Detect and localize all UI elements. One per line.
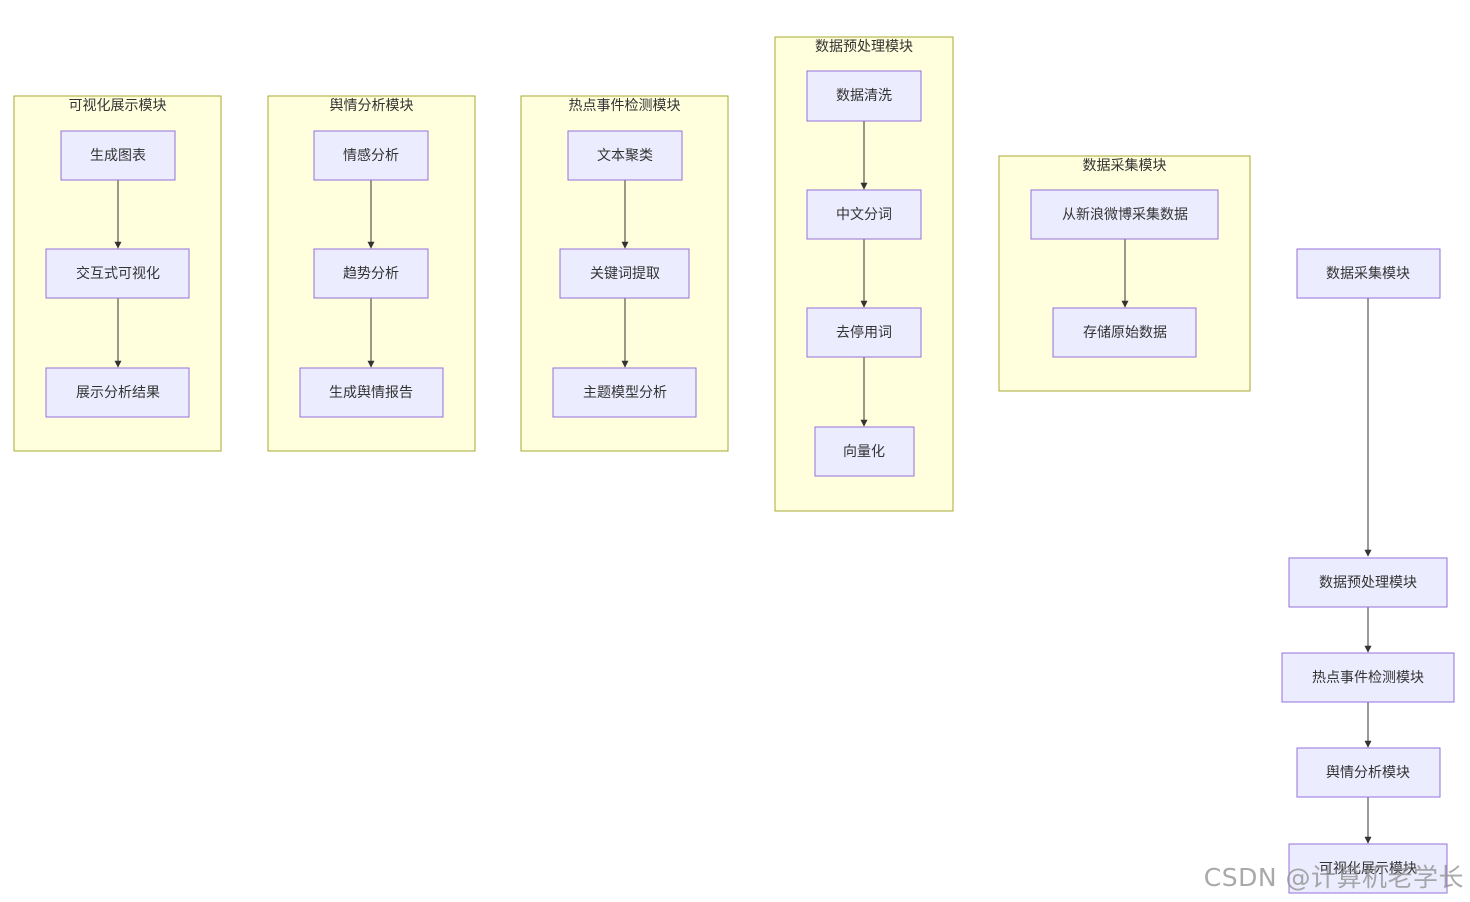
svg-text:文本聚类: 文本聚类 xyxy=(597,148,653,164)
node-trend-analysis[interactable]: 趋势分析 xyxy=(313,248,429,299)
cluster-title: 数据预处理模块 xyxy=(815,39,913,55)
svg-text:可视化展示模块: 可视化展示模块 xyxy=(1319,861,1417,877)
flow-node-sentiment[interactable]: 舆情分析模块 xyxy=(1296,747,1441,798)
svg-text:向量化: 向量化 xyxy=(843,444,885,460)
svg-text:中文分词: 中文分词 xyxy=(836,207,892,223)
cluster-title: 可视化展示模块 xyxy=(69,98,167,114)
node-vectorization[interactable]: 向量化 xyxy=(814,426,915,477)
cluster-title: 舆情分析模块 xyxy=(330,98,414,114)
flow-node-preprocessing[interactable]: 数据预处理模块 xyxy=(1288,557,1448,608)
node-stopword-removal[interactable]: 去停用词 xyxy=(806,307,922,358)
cluster-sentiment: 舆情分析模块 情感分析 趋势分析 生成舆情报告 xyxy=(267,95,476,452)
cluster-title: 数据采集模块 xyxy=(1083,157,1167,174)
svg-text:热点事件检测模块: 热点事件检测模块 xyxy=(1312,670,1424,686)
svg-text:生成舆情报告: 生成舆情报告 xyxy=(329,385,413,401)
flow-node-hotspot[interactable]: 热点事件检测模块 xyxy=(1281,652,1455,703)
svg-text:存储原始数据: 存储原始数据 xyxy=(1083,325,1167,341)
cluster-hotspot: 热点事件检测模块 文本聚类 关键词提取 主题模型分析 xyxy=(520,95,729,452)
cluster-title: 热点事件检测模块 xyxy=(569,98,681,114)
node-weibo-collection[interactable]: 从新浪微博采集数据 xyxy=(1030,189,1219,240)
svg-text:数据采集模块: 数据采集模块 xyxy=(1326,265,1410,282)
svg-text:关键词提取: 关键词提取 xyxy=(590,266,660,282)
svg-text:数据预处理模块: 数据预处理模块 xyxy=(1319,575,1417,591)
csdn-watermark: CSDN @计算机老学长 xyxy=(1203,863,1464,892)
svg-text:从新浪微博采集数据: 从新浪微博采集数据 xyxy=(1062,206,1188,223)
node-generate-charts[interactable]: 生成图表 xyxy=(60,130,176,181)
node-topic-model[interactable]: 主题模型分析 xyxy=(552,367,697,418)
svg-text:舆情分析模块: 舆情分析模块 xyxy=(1326,765,1410,781)
node-text-clustering[interactable]: 文本聚类 xyxy=(567,130,683,181)
svg-text:生成图表: 生成图表 xyxy=(90,148,146,164)
cluster-collection: 数据采集模块 从新浪微博采集数据 存储原始数据 xyxy=(998,155,1251,392)
node-generate-report[interactable]: 生成舆情报告 xyxy=(299,367,444,418)
svg-text:交互式可视化: 交互式可视化 xyxy=(76,265,160,282)
flow-node-collection[interactable]: 数据采集模块 xyxy=(1296,248,1441,299)
svg-text:去停用词: 去停用词 xyxy=(836,324,892,341)
svg-text:情感分析: 情感分析 xyxy=(343,147,399,164)
svg-text:趋势分析: 趋势分析 xyxy=(343,266,399,282)
main-flow: 数据采集模块 数据预处理模块 热点事件检测模块 舆情分析模块 可视化展示模块 xyxy=(1281,248,1455,894)
node-interactive-visualization[interactable]: 交互式可视化 xyxy=(45,248,190,299)
node-show-results[interactable]: 展示分析结果 xyxy=(45,367,190,418)
node-keyword-extraction[interactable]: 关键词提取 xyxy=(559,248,690,299)
node-word-segmentation[interactable]: 中文分词 xyxy=(806,189,922,240)
cluster-visualization: 可视化展示模块 生成图表 交互式可视化 展示分析结果 xyxy=(13,95,222,452)
node-data-cleaning[interactable]: 数据清洗 xyxy=(806,70,922,122)
node-store-raw-data[interactable]: 存储原始数据 xyxy=(1052,307,1197,358)
flow-node-visualization[interactable]: 可视化展示模块 xyxy=(1288,843,1448,894)
svg-text:展示分析结果: 展示分析结果 xyxy=(76,385,160,401)
svg-text:数据清洗: 数据清洗 xyxy=(836,88,892,104)
node-emotion-analysis[interactable]: 情感分析 xyxy=(313,130,429,181)
cluster-preprocessing: 数据预处理模块 数据清洗 中文分词 去停用词 向量化 xyxy=(774,36,954,512)
svg-text:主题模型分析: 主题模型分析 xyxy=(583,385,667,401)
